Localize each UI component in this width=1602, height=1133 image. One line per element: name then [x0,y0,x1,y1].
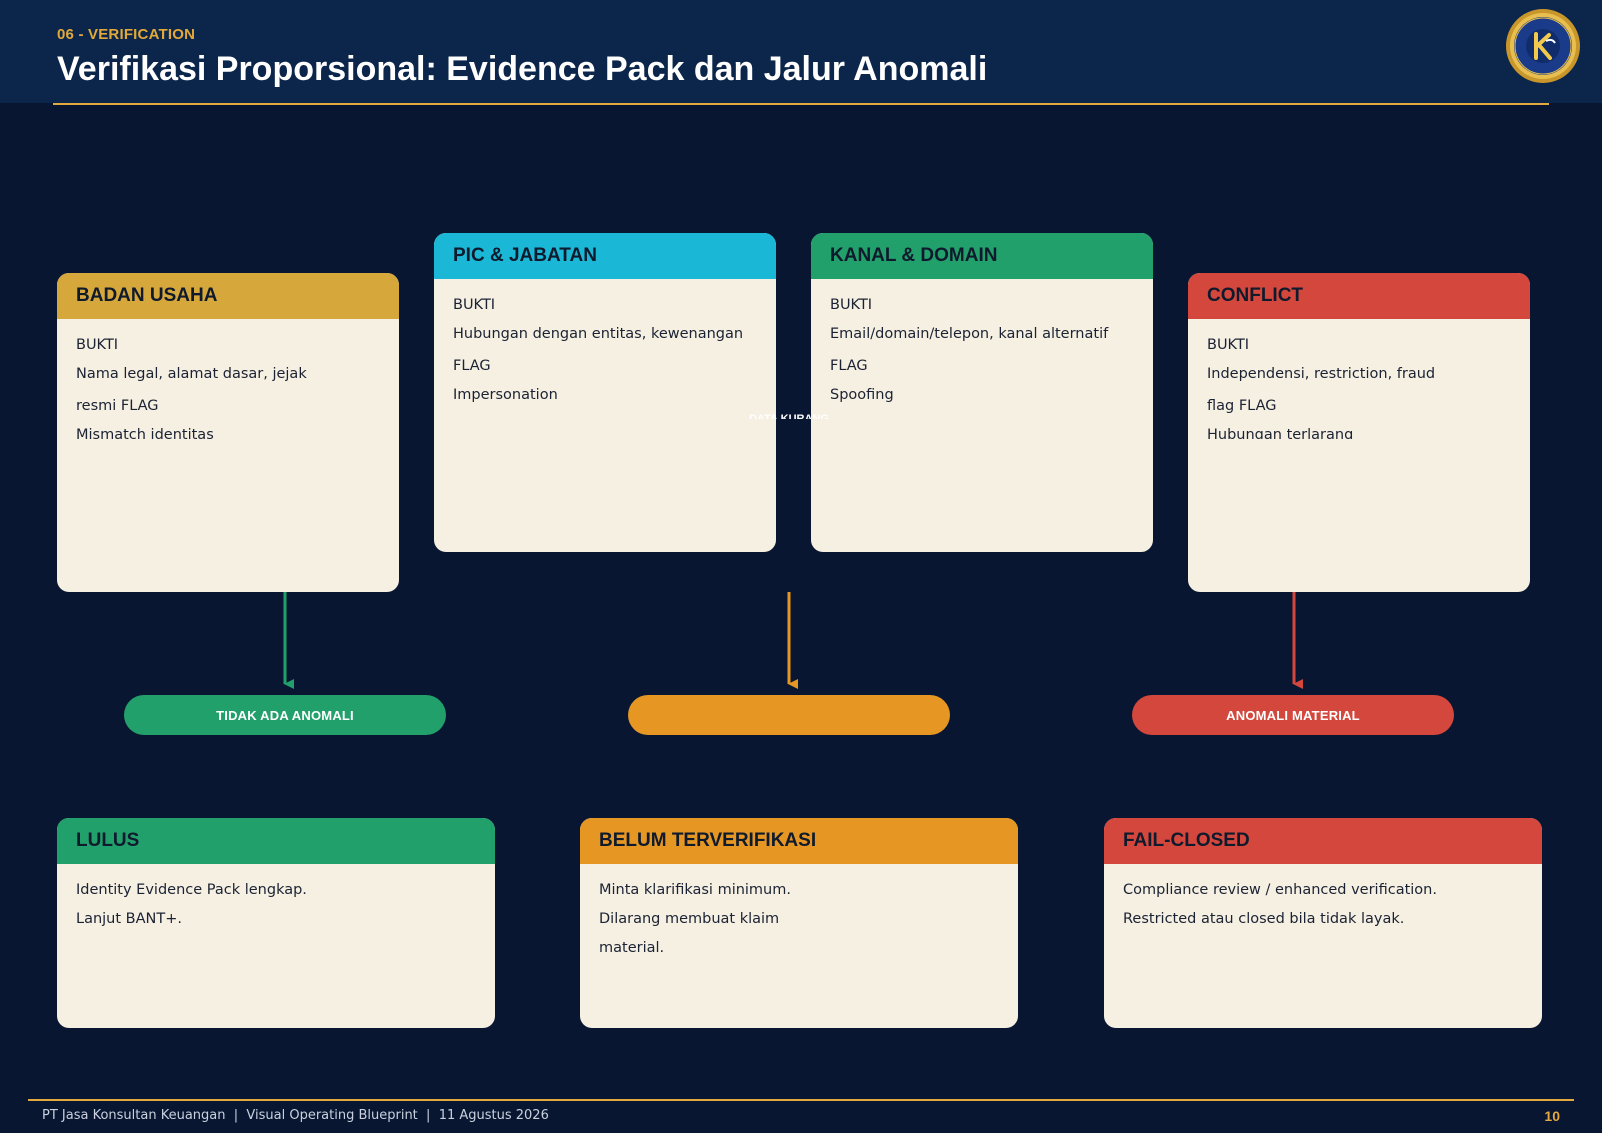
evidence-card-badan-usaha: BADAN USAHA BUKTI Nama legal, alamat das… [57,273,399,592]
pill-tidak-ada-anomali: TIDAK ADA ANOMALI [124,695,446,735]
card-line: Identity Evidence Pack lengkap. [76,882,307,898]
card-line: Hubungan dengan entitas, kewenangan [453,326,744,342]
card-header: CONFLICT [1188,273,1530,319]
page-number: 10 [1544,1108,1560,1124]
card-line: flag FLAG [1207,398,1277,414]
card-line: Independensi, restriction, fraud [1207,366,1436,382]
card-body: Compliance review / enhanced verificatio… [1104,864,1542,934]
card-body: Identity Evidence Pack lengkap. Lanjut B… [57,864,495,934]
card-line: BUKTI [1207,337,1250,353]
company-seal-icon [1506,9,1580,83]
card-header: BADAN USAHA [57,273,399,319]
card-line: Nama legal, alamat dasar, jejak [76,366,307,382]
card-line: Dilarang membuat klaim [599,911,780,927]
card-header: LULUS [57,818,495,864]
card-line: resmi FLAG [76,398,159,414]
card-body: BUKTI Email/domain/telepon, kanal altern… [811,279,1153,411]
outcome-card-belum-terverifikasi: BELUM TERVERIFIKASI Minta klarifikasi mi… [580,818,1018,1028]
evidence-card-pic-jabatan: PIC & JABATAN BUKTI Hubungan dengan enti… [434,233,776,552]
card-line: Mismatch identitas [76,427,214,439]
card-line: Compliance review / enhanced verificatio… [1123,882,1437,898]
card-body: BUKTI Hubungan dengan entitas, kewenanga… [434,279,776,411]
card-line: Minta klarifikasi minimum. [599,882,791,898]
card-line: FLAG [453,358,491,374]
header-band [0,0,1602,103]
card-line: BUKTI [453,297,496,313]
evidence-card-kanal-domain: KANAL & DOMAIN BUKTI Email/domain/telepo… [811,233,1153,552]
card-header: KANAL & DOMAIN [811,233,1153,279]
outcome-card-fail-closed: FAIL-CLOSED Compliance review / enhanced… [1104,818,1542,1028]
card-line: Impersonation [453,387,558,403]
pill-data-kurang [628,695,950,735]
card-header: FAIL-CLOSED [1104,818,1542,864]
card-body: BUKTI Nama legal, alamat dasar, jejak re… [57,319,399,439]
card-line: FLAG [830,358,868,374]
card-line: BUKTI [76,337,119,353]
card-line: Restricted atau closed bila tidak layak. [1123,911,1405,927]
pill-anomali-material: ANOMALI MATERIAL [1132,695,1454,735]
card-line: Hubungan terlarang [1207,427,1354,439]
card-header: PIC & JABATAN [434,233,776,279]
card-header: BELUM TERVERIFIKASI [580,818,1018,864]
center-flow-label: DATA KURANG [749,413,829,419]
card-line: Lanjut BANT+. [76,911,182,927]
card-line: material. [599,940,665,956]
card-body: Minta klarifikasi minimum. Dilarang memb… [580,864,1018,963]
footer-divider [28,1099,1574,1101]
evidence-card-conflict: CONFLICT BUKTI Independensi, restriction… [1188,273,1530,592]
card-line: Spoofing [830,387,894,403]
card-line: BUKTI [830,297,873,313]
card-body: BUKTI Independensi, restriction, fraud f… [1188,319,1530,439]
header-divider [53,103,1549,105]
card-line: Email/domain/telepon, kanal alternatif [830,326,1109,342]
page-title: Verifikasi Proporsional: Evidence Pack d… [57,50,988,88]
footer-text: PT Jasa Konsultan Keuangan | Visual Oper… [42,1108,549,1123]
section-kicker: 06 - VERIFICATION [57,26,196,43]
outcome-card-lulus: LULUS Identity Evidence Pack lengkap. La… [57,818,495,1028]
